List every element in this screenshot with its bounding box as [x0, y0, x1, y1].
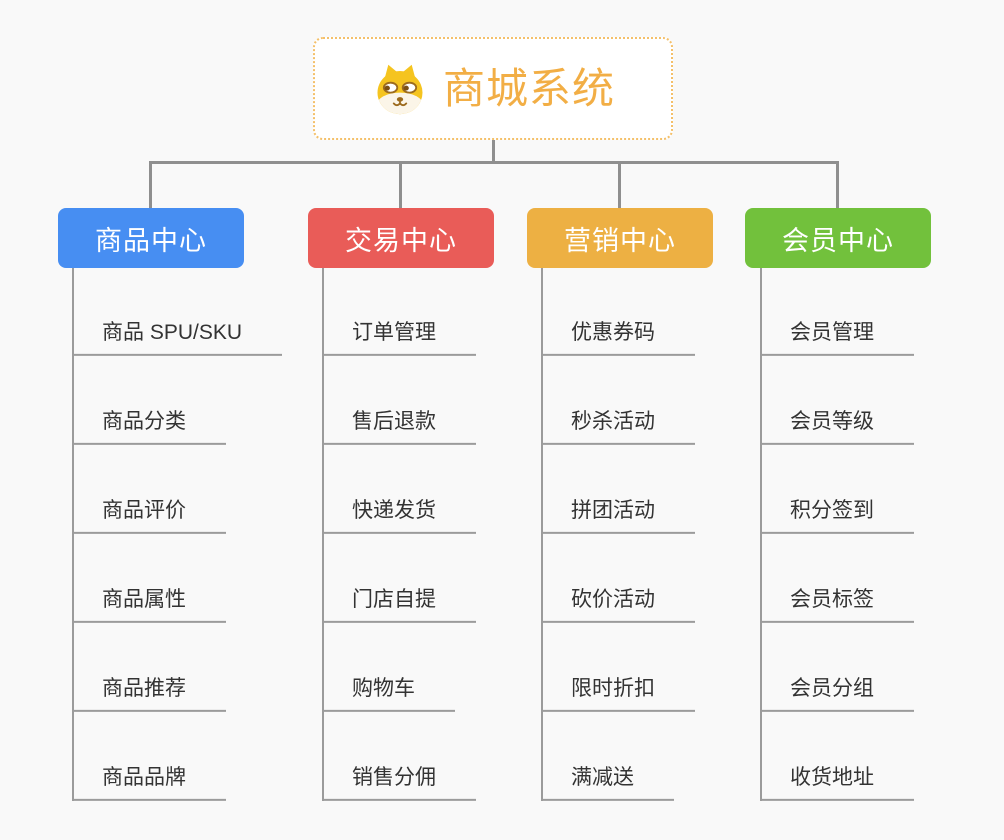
- leaf-node[interactable]: 销售分佣: [322, 766, 476, 801]
- root-node[interactable]: 商城系统: [313, 37, 673, 140]
- connector-root-stub: [492, 140, 495, 163]
- leaf-node[interactable]: 收货地址: [760, 766, 914, 801]
- branch-spine-product: [72, 268, 74, 801]
- connector-drop-trade: [399, 161, 402, 208]
- leaf-node[interactable]: 积分签到: [760, 499, 914, 534]
- leaf-node[interactable]: 购物车: [322, 677, 455, 712]
- connector-drop-product: [149, 161, 152, 208]
- leaf-node[interactable]: 拼团活动: [541, 499, 695, 534]
- leaf-node[interactable]: 会员管理: [760, 321, 914, 356]
- branch-box-marketing[interactable]: 营销中心: [527, 208, 713, 268]
- branch-spine-member: [760, 268, 762, 801]
- leaf-node[interactable]: 售后退款: [322, 410, 476, 445]
- leaf-node[interactable]: 优惠券码: [541, 321, 695, 356]
- leaf-node[interactable]: 满减送: [541, 766, 674, 801]
- leaf-node[interactable]: 商品分类: [72, 410, 226, 445]
- leaf-node[interactable]: 砍价活动: [541, 588, 695, 623]
- leaf-node[interactable]: 会员等级: [760, 410, 914, 445]
- leaf-node[interactable]: 会员分组: [760, 677, 914, 712]
- connector-drop-member: [836, 161, 839, 208]
- leaf-node[interactable]: 会员标签: [760, 588, 914, 623]
- leaf-node[interactable]: 限时折扣: [541, 677, 695, 712]
- leaf-node[interactable]: 商品推荐: [72, 677, 226, 712]
- branch-spine-trade: [322, 268, 324, 801]
- leaf-node[interactable]: 商品评价: [72, 499, 226, 534]
- leaf-node[interactable]: 秒杀活动: [541, 410, 695, 445]
- leaf-node[interactable]: 商品品牌: [72, 766, 226, 801]
- connector-horizontal-bar: [149, 161, 839, 164]
- leaf-node[interactable]: 快递发货: [322, 499, 476, 534]
- branch-spine-marketing: [541, 268, 543, 801]
- branch-box-member[interactable]: 会员中心: [745, 208, 931, 268]
- connector-drop-marketing: [618, 161, 621, 208]
- branch-box-trade[interactable]: 交易中心: [308, 208, 494, 268]
- dog-face-icon: [377, 64, 423, 114]
- leaf-node[interactable]: 商品属性: [72, 588, 226, 623]
- leaf-node[interactable]: 订单管理: [322, 321, 476, 356]
- leaf-node[interactable]: 商品 SPU/SKU: [72, 321, 283, 356]
- root-title: 商城系统: [442, 64, 615, 112]
- leaf-node[interactable]: 门店自提: [322, 588, 476, 623]
- branch-box-product[interactable]: 商品中心: [58, 208, 244, 268]
